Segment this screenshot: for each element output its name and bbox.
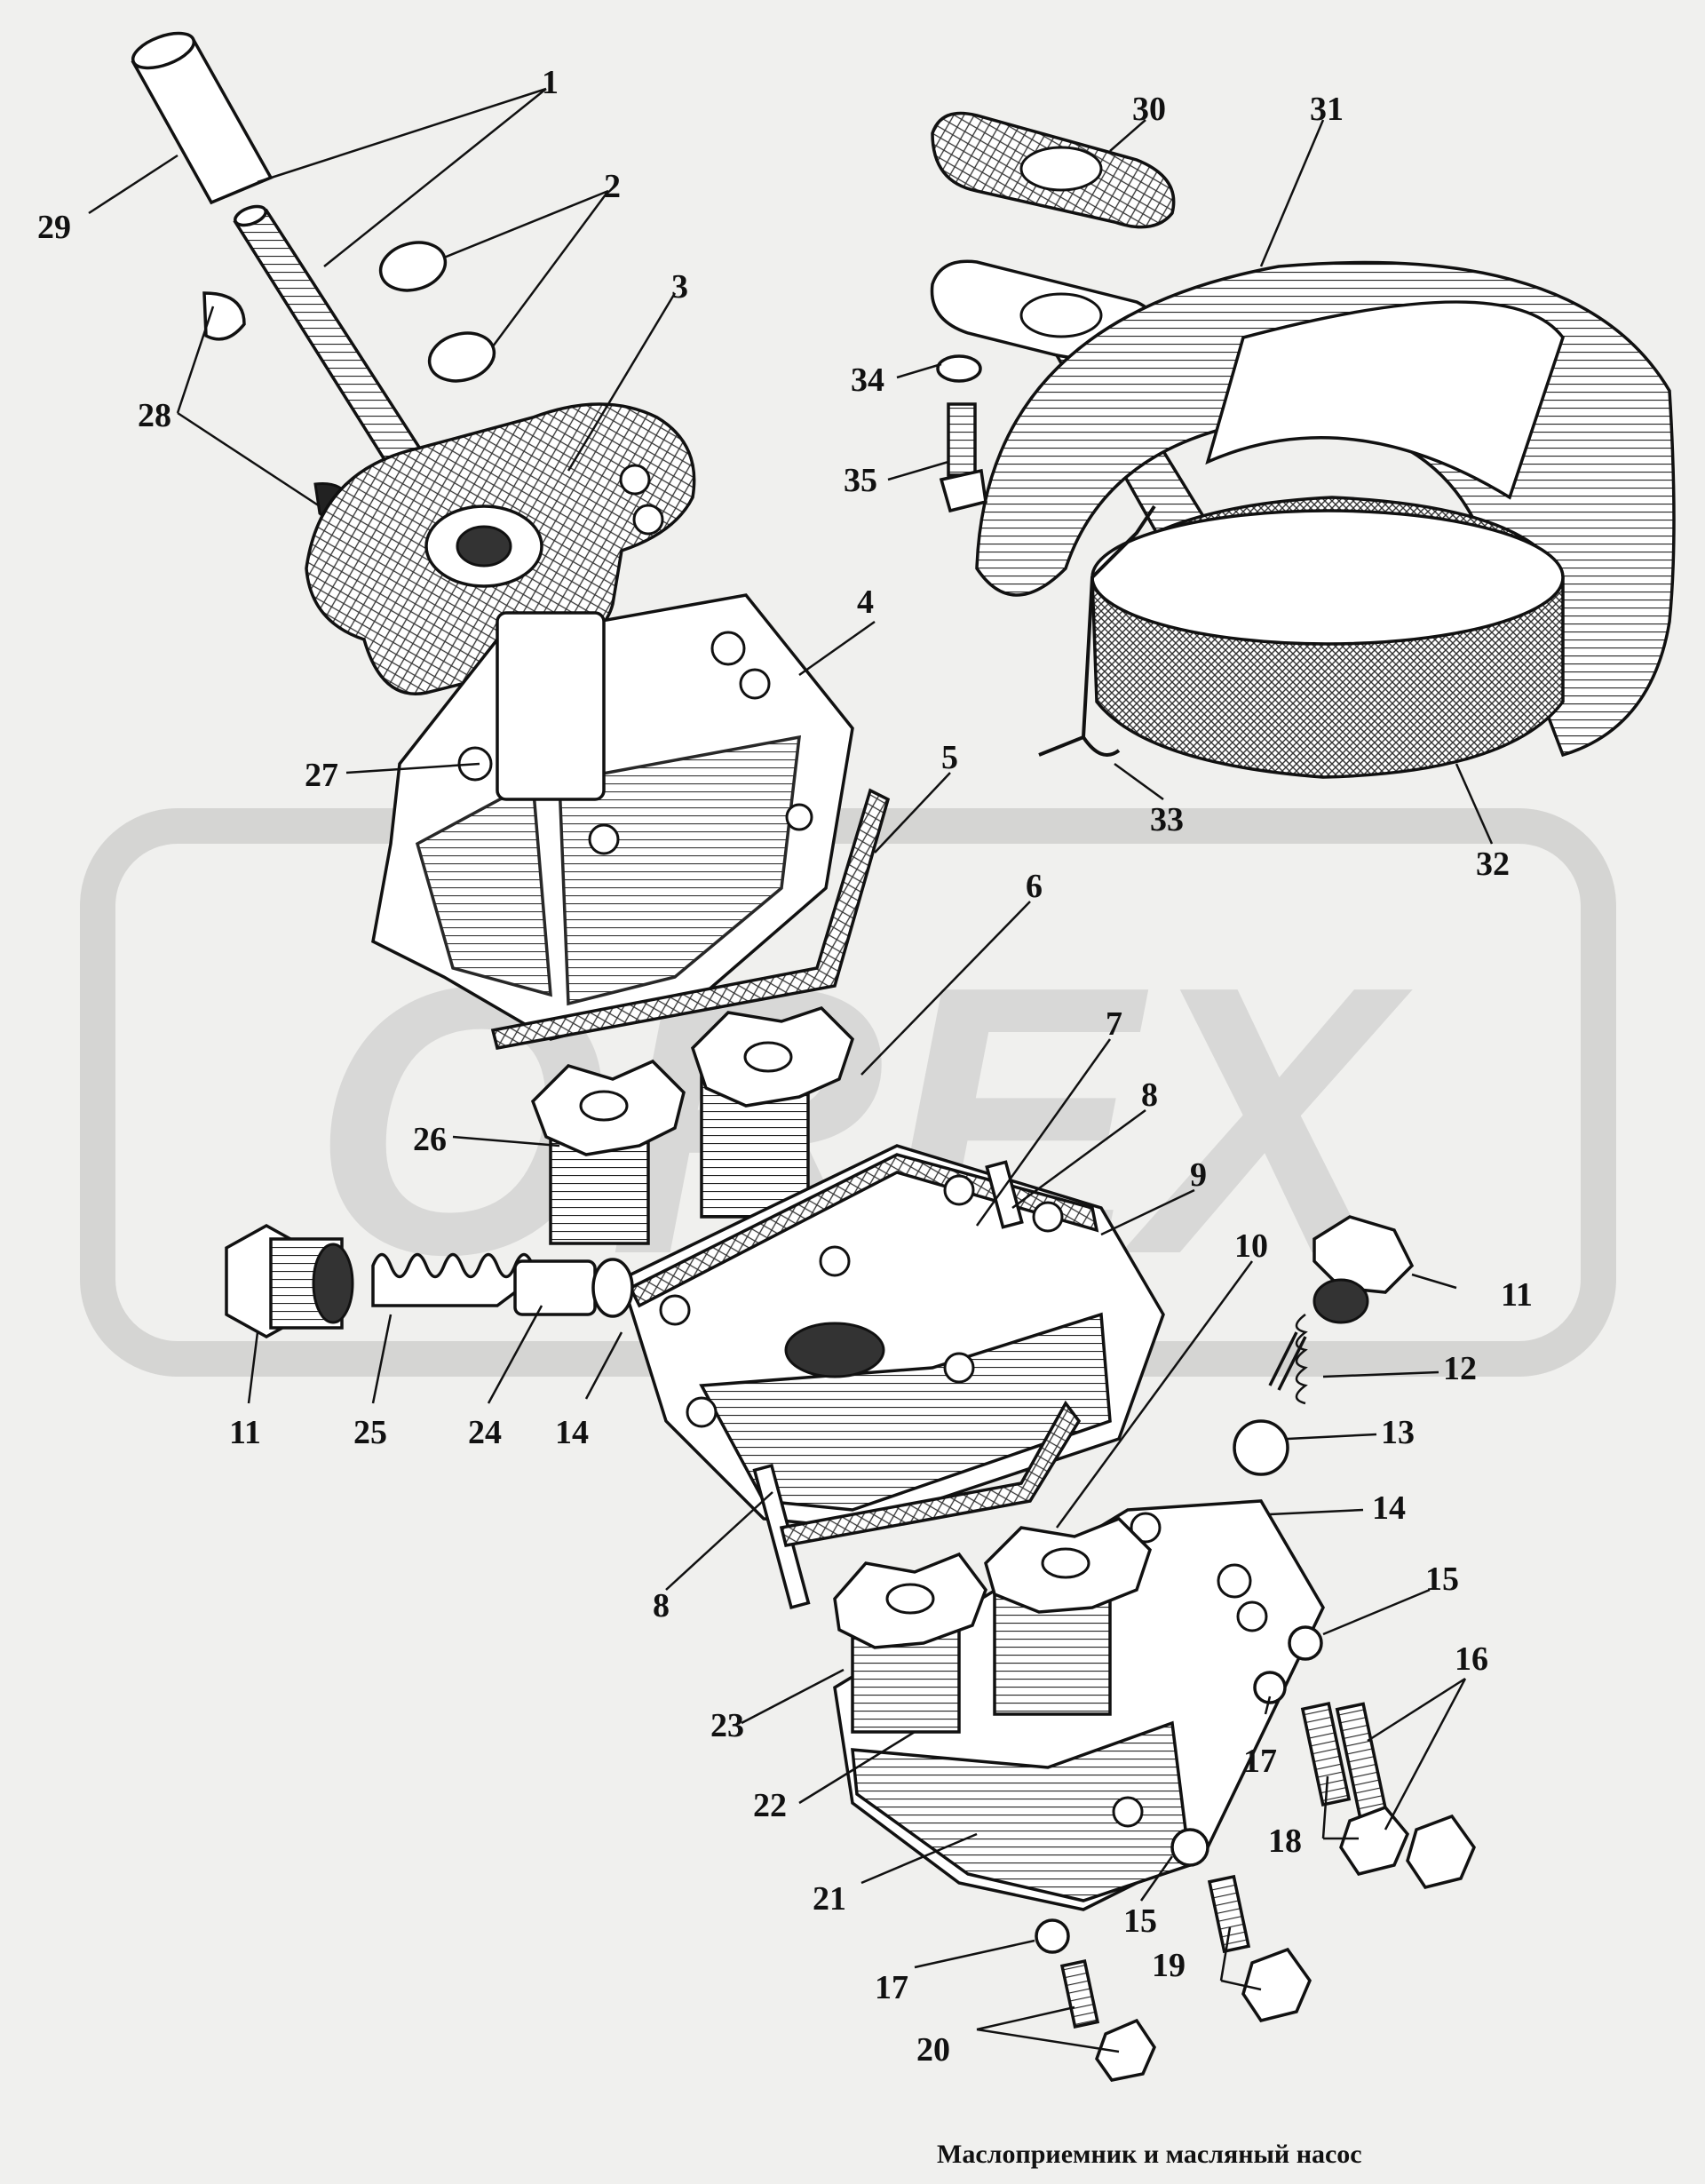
lock-washer-34 [936, 354, 982, 383]
callout-22: 22 [753, 1787, 787, 1824]
mid-gasket-lower [779, 1400, 1082, 1548]
retaining-clip [1038, 504, 1156, 757]
callout-24: 24 [468, 1414, 502, 1451]
callout-14: 14 [1372, 1489, 1406, 1527]
snap-ring-upper [378, 241, 448, 292]
figure-caption: Маслоприемник и масляный насос [937, 2140, 1362, 2169]
relief-valve-left [225, 1223, 634, 1339]
dowel-pin-upper [985, 1160, 1024, 1229]
callout-16: 16 [1455, 1640, 1488, 1678]
callout-1: 1 [542, 64, 559, 101]
callout-28: 28 [138, 397, 171, 434]
callout-27: 27 [305, 757, 338, 794]
gear-pair-upper [530, 1005, 855, 1245]
callout-11: 11 [1501, 1276, 1533, 1314]
callout-2: 2 [604, 168, 621, 205]
callout-14-left: 14 [555, 1414, 589, 1451]
callout-15-lower: 15 [1123, 1902, 1157, 1940]
callout-34: 34 [851, 361, 884, 399]
callout-labels: 1 2 3 4 5 6 7 8 9 10 11 12 13 14 15 16 1… [37, 64, 1533, 2069]
callout-32: 32 [1476, 846, 1510, 883]
callout-10: 10 [1234, 1227, 1268, 1265]
callout-6: 6 [1026, 868, 1043, 905]
callout-23: 23 [710, 1707, 744, 1744]
bolt-35-shank [947, 402, 977, 477]
woodruff-key-upper [202, 291, 246, 341]
callout-30: 30 [1132, 91, 1166, 128]
callout-8: 8 [1141, 1076, 1158, 1114]
callout-35: 35 [844, 462, 877, 499]
callout-20: 20 [916, 2031, 950, 2069]
callout-4: 4 [857, 584, 874, 621]
callout-31: 31 [1310, 91, 1344, 128]
callout-33: 33 [1150, 801, 1184, 838]
callout-18: 18 [1268, 1823, 1302, 1860]
callout-21: 21 [813, 1880, 846, 1918]
callout-17-lower: 17 [875, 1969, 908, 2006]
callout-15: 15 [1425, 1561, 1459, 1598]
mid-gasket-upper [490, 788, 891, 1051]
callout-7: 7 [1106, 1005, 1122, 1043]
callout-3: 3 [671, 268, 688, 306]
snap-ring-lower [427, 331, 496, 383]
fasteners [1035, 1625, 1476, 2082]
leader-lines [88, 87, 1494, 2053]
callout-9: 9 [1190, 1156, 1207, 1194]
relief-valve-right [1233, 1215, 1415, 1476]
callout-12: 12 [1443, 1350, 1477, 1387]
callout-13: 13 [1381, 1414, 1415, 1451]
gear-pair-lower [833, 1516, 1153, 1734]
callout-17: 17 [1243, 1743, 1277, 1780]
callout-26: 26 [413, 1121, 447, 1158]
callout-19: 19 [1152, 1947, 1186, 1984]
callout-29: 29 [37, 209, 71, 246]
callout-5: 5 [941, 739, 958, 776]
callout-25: 25 [353, 1414, 387, 1451]
callout-8-lower: 8 [653, 1587, 670, 1624]
callout-11-left: 11 [229, 1414, 261, 1451]
